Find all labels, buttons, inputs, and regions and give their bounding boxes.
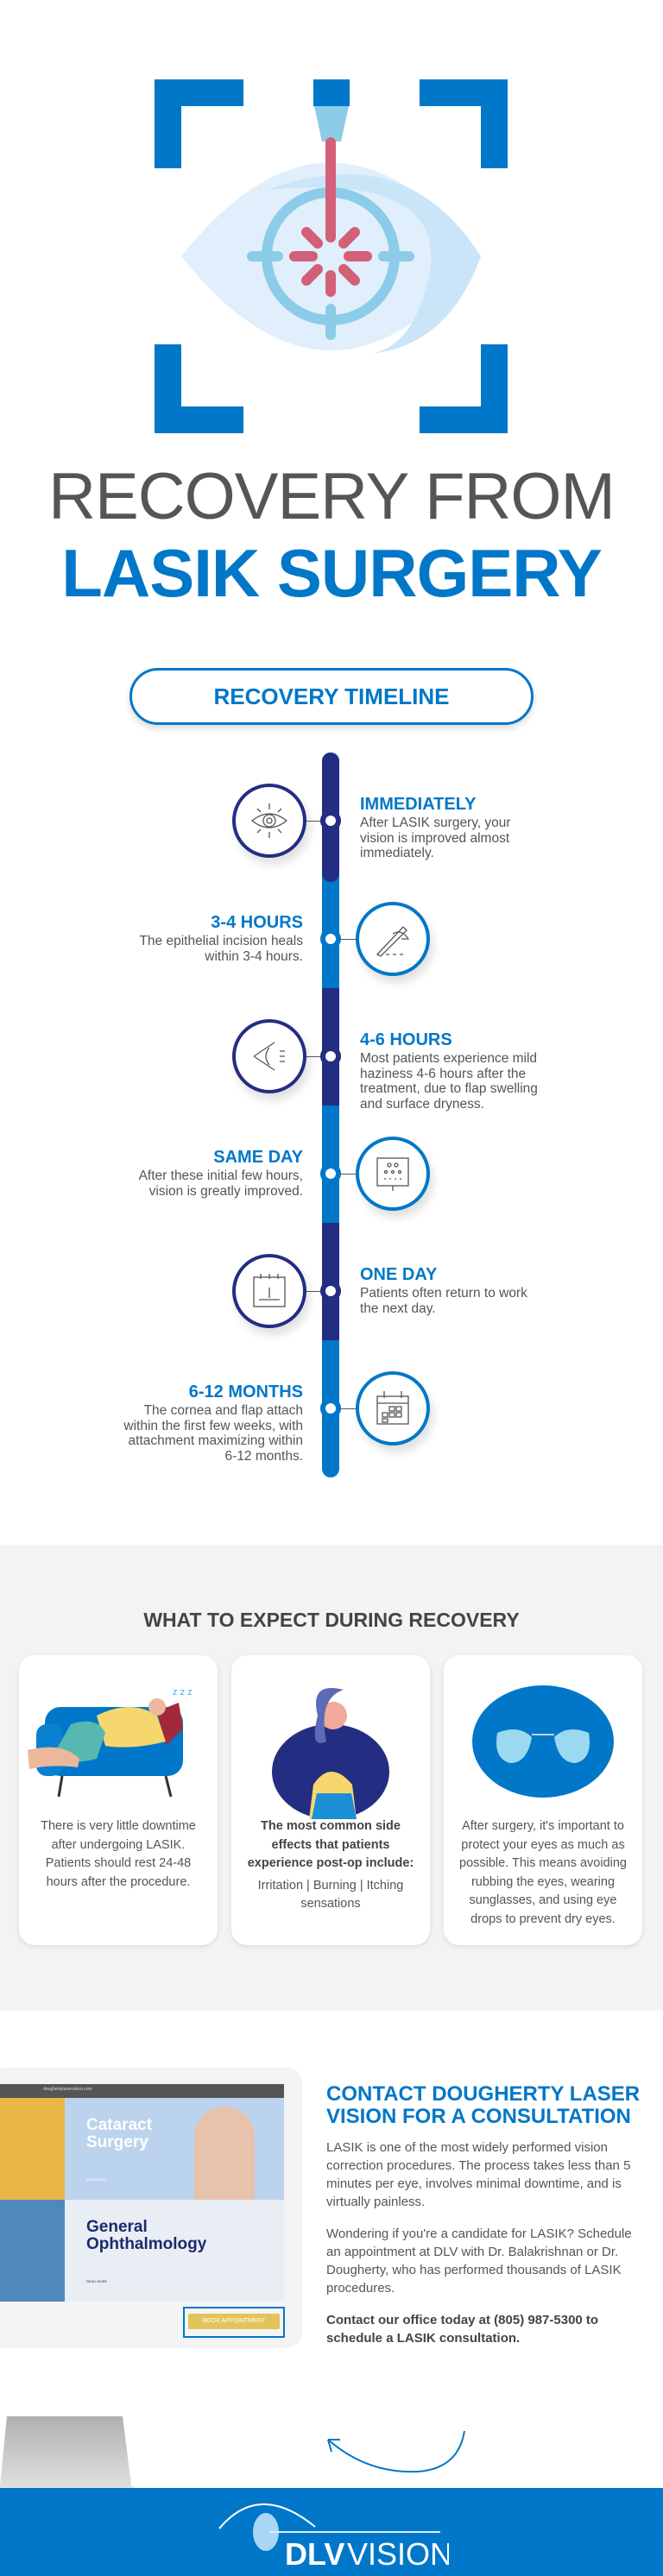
eye-icon [250,803,288,838]
timeline-connector [306,1291,332,1292]
book-appointment-button[interactable]: BOOK APPOINTMENT [188,2314,280,2329]
timeline-node [320,1163,341,1184]
logo-text-light: VISION [347,2536,449,2572]
timeline-node [320,1046,341,1067]
card-downtime: z z z There is very little downtime afte… [19,1655,218,1945]
sunglasses [472,1685,614,1798]
logo-text-bold: DLV [285,2536,344,2572]
page-title-line1: RECOVERY FROM [48,460,616,533]
timeline-item: 3-4 HOURS The epithelial incision heals w… [44,913,303,964]
arrow-icon [327,2430,465,2473]
tile-cataract[interactable]: Cataract Surgery READ MORE [65,2098,284,2200]
timeline-text: The epithelial incision heals within 3-4… [139,934,303,964]
timeline-heading: ONE DAY [360,1265,438,1284]
book-highlight: BOOK APPOINTMENT [183,2307,285,2338]
read-more-link[interactable]: READ MORE [86,2279,108,2283]
zzz-text: z z z [173,1687,193,1697]
timeline-node [320,1398,341,1419]
scalpel-icon [376,926,410,957]
man-resting-on-couch: z z z [28,1687,193,1798]
timeline-heading: 6-12 MONTHS [188,1382,303,1401]
contact-para-2: Wondering if you're a candidate for LASI… [326,2226,632,2296]
dlv-vision-logo: DLV VISION [218,2504,449,2572]
card-text: There is very little downtime after unde… [41,1819,196,1889]
timeline-heading: IMMEDIATELY [360,795,477,814]
contact-para-1: LASIK is one of the most widely performe… [326,2140,631,2209]
timeline-icon-circle [232,1254,306,1328]
card-protect-eyes: After surgery, it's important to protect… [444,1655,642,1945]
timeline-item: IMMEDIATELY After LASIK surgery, your vis… [360,795,619,861]
timeline-item: 4-6 HOURS Most patients experience mild h… [360,1030,619,1112]
tile-ophthalmology[interactable]: General Ophthalmology READ MORE [65,2200,284,2302]
photo-senior [194,2107,255,2200]
contact-text-column: CONTACT DOUGHERTY LASER VISION FOR A CON… [326,2083,647,2347]
timeline-heading: 4-6 HOURS [360,1030,452,1049]
timeline-text: The cornea and flap attach within the fi… [123,1403,303,1464]
tile-cataract-title: Cataract Surgery [86,2116,153,2151]
timeline-heading: 3-4 HOURS [211,913,303,932]
read-more-link[interactable]: READ MORE [86,2177,108,2182]
woman-rubbing-eye [272,1688,389,1819]
timeline-connector [331,1174,357,1175]
side-effects-list: Irritation | Burning | Itching sensation… [257,1878,404,1912]
monitor-mockup: doughertylaservision.com Cataract Surger… [0,2069,300,2346]
timeline-connector [306,821,332,822]
timeline-connector [331,939,357,940]
card-bold-text: The most common side effects that patien… [247,1819,414,1870]
card-text: After surgery, it's important to protect… [459,1819,627,1926]
timeline-text: Patients often return to work the next d… [360,1286,527,1316]
timeline-icon-circle [232,784,306,858]
timeline-text: After these initial few hours, vision is… [138,1168,303,1199]
page-title-line2: LASIK SURGERY [61,535,603,611]
eye-chart-icon [376,1157,409,1191]
timeline-text: Most patients experience mild haziness 4… [360,1051,538,1112]
card-text: The most common side effects that patien… [243,1817,418,1914]
calendar-month-icon [376,1391,409,1425]
timeline-connector [331,1408,357,1409]
browser-bar: doughertylaservision.com [0,2084,284,2098]
timeline-item: 6-12 MONTHS The cornea and flap attach wi… [44,1382,303,1464]
timeline-icon-circle [356,1371,430,1445]
calendar-day-icon [253,1274,286,1307]
timeline-node [320,810,341,831]
timeline-heading: SAME DAY [213,1148,303,1167]
photo-man [0,2200,65,2302]
laser-eye-target-icon [155,79,508,433]
timeline-text: After LASIK surgery, your vision is impr… [360,816,511,860]
timeline-node [320,1281,341,1301]
timeline-item: ONE DAY Patients often return to work the… [360,1265,619,1316]
timeline-icon-circle [356,902,430,976]
timeline-line [322,753,339,1477]
hazy-eye-icon [253,1042,285,1071]
tile-ophthalmology-title: General Ophthalmology [86,2218,207,2253]
browser-url: doughertylaservision.com [43,2087,92,2092]
timeline-icon-circle [232,1019,306,1093]
photo-woman [0,2098,65,2200]
expect-title: WHAT TO EXPECT DURING RECOVERY [143,1609,520,1631]
recovery-timeline-label: RECOVERY TIMELINE [129,668,534,725]
timeline-node [320,929,341,949]
card-side-effects: The most common side effects that patien… [231,1655,430,1945]
timeline-connector [306,1056,332,1057]
timeline-icon-circle [356,1137,430,1211]
contact-heading: CONTACT DOUGHERTY LASER VISION FOR A CON… [326,2082,641,2128]
contact-para-3: Contact our office today at (805) 987-53… [326,2313,599,2346]
